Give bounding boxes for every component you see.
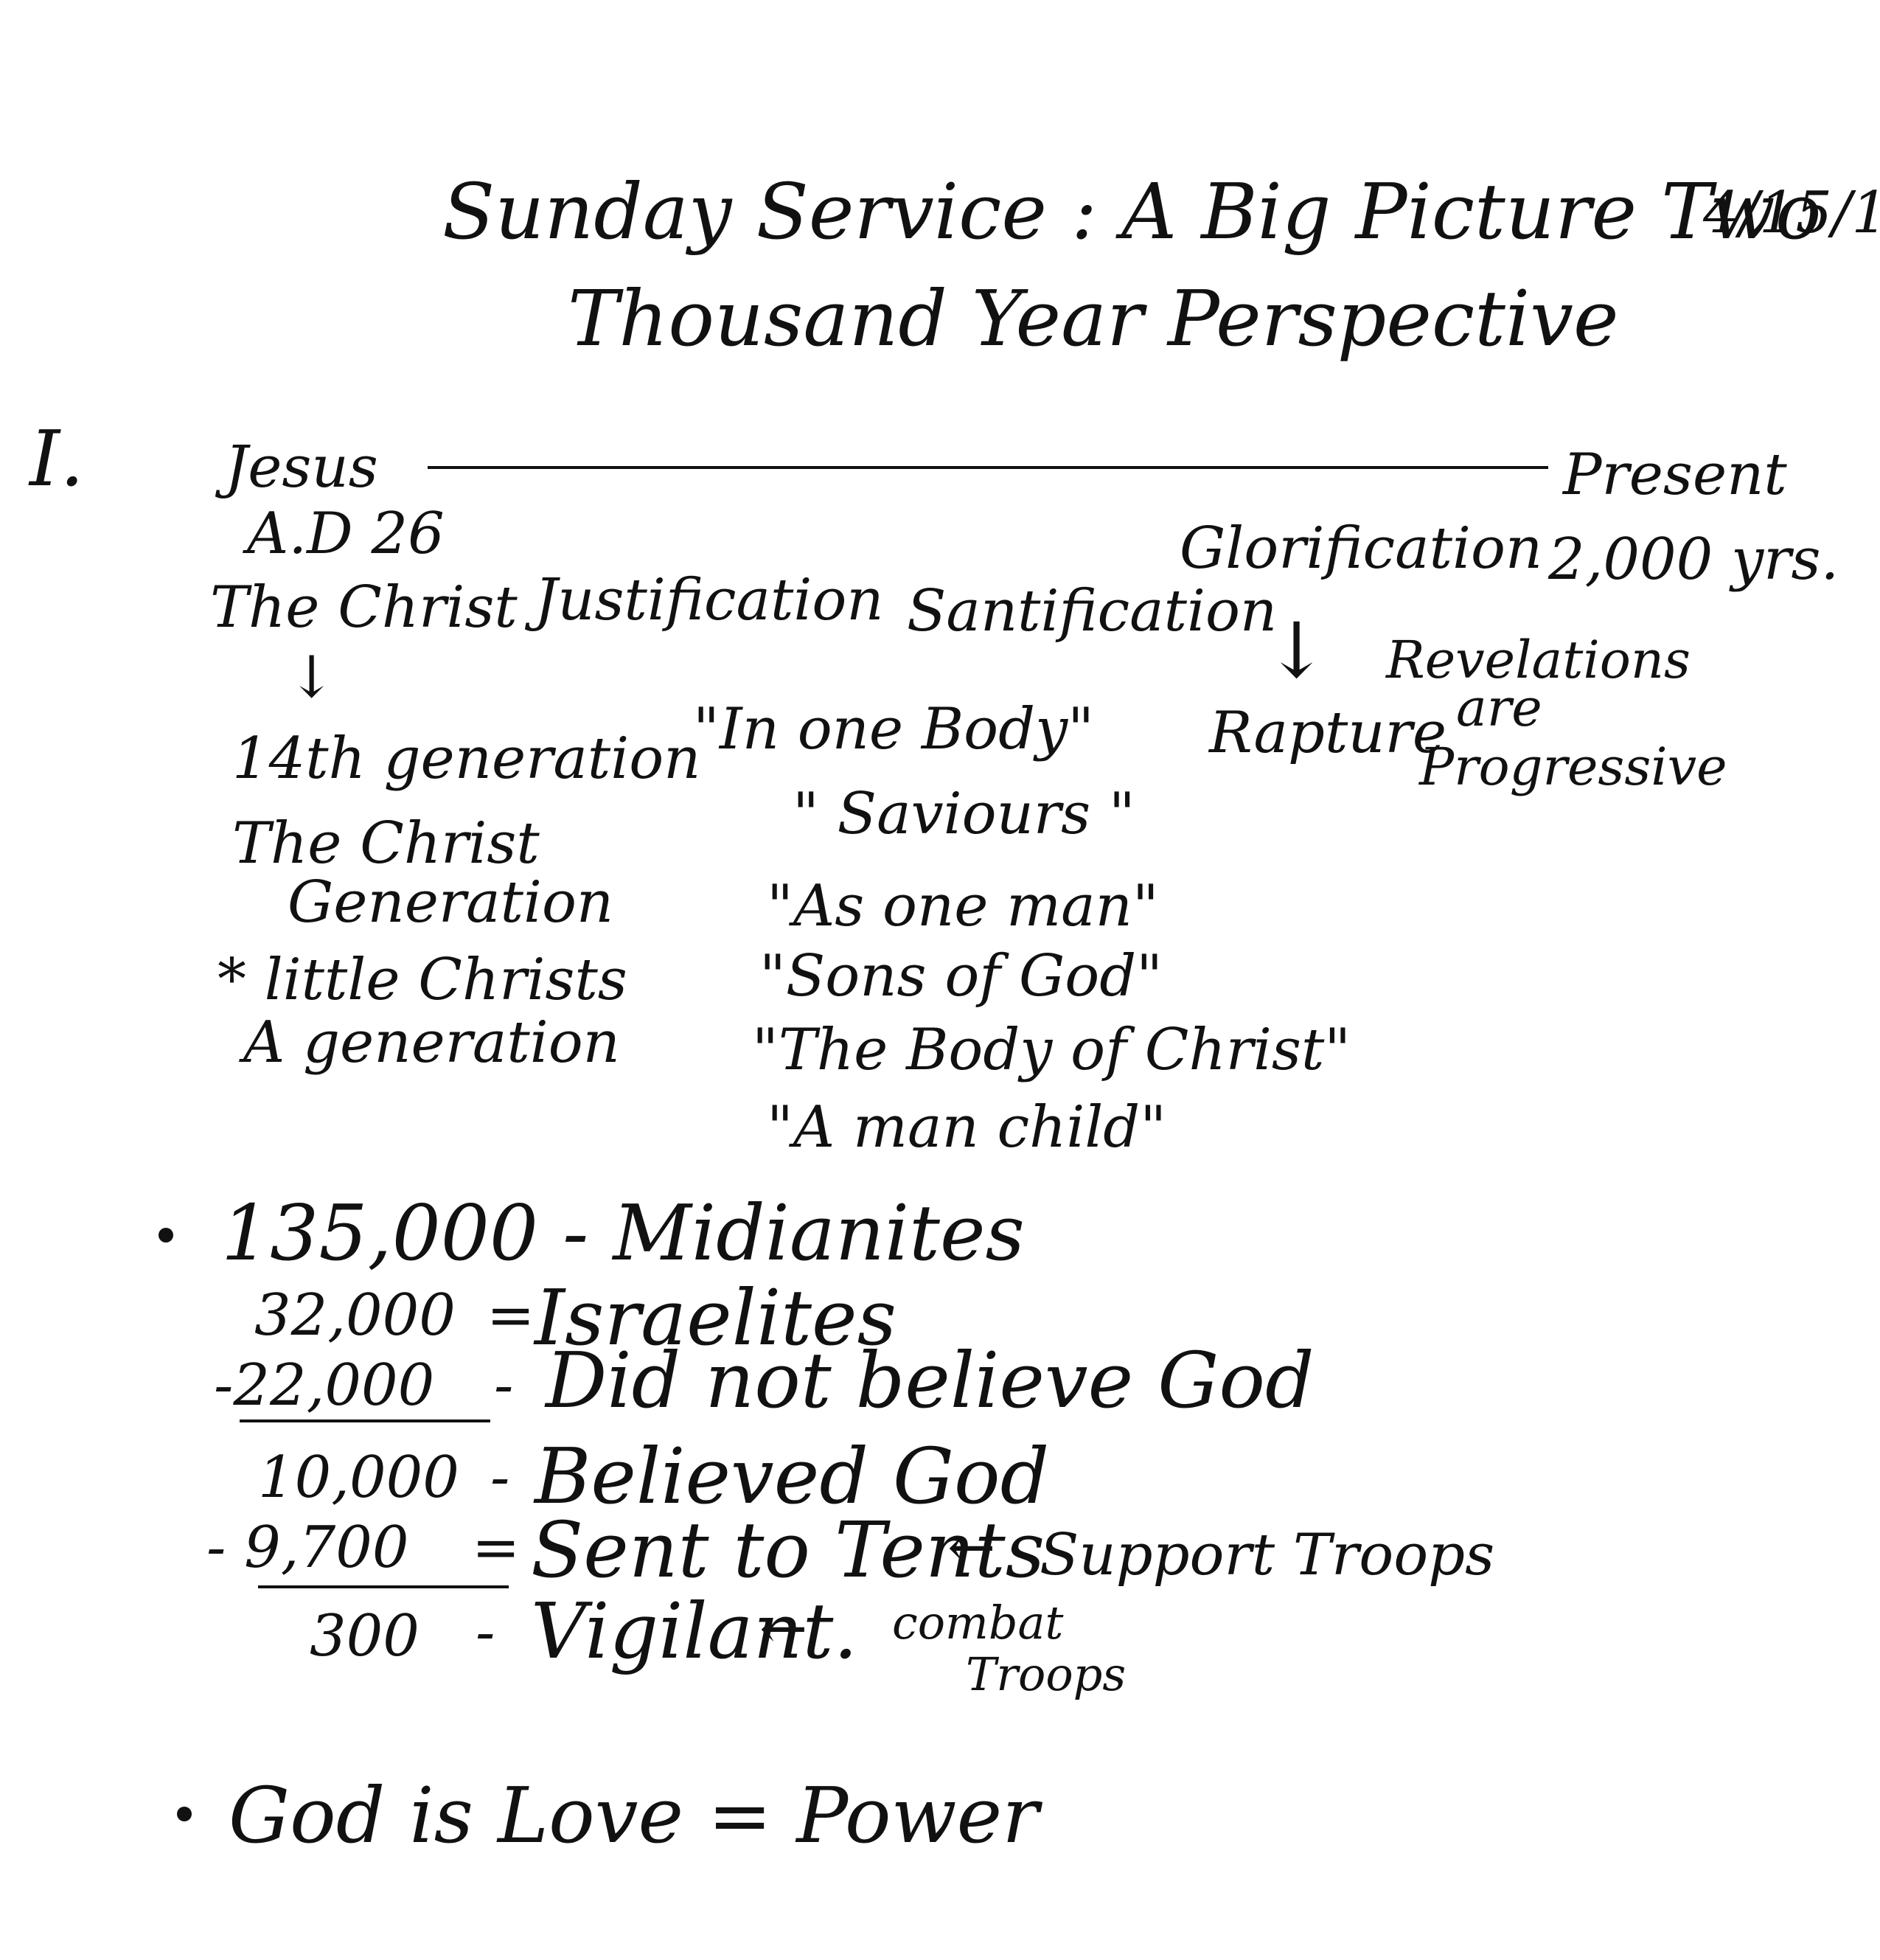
stage-glorification: Glorification [1180,515,1543,582]
timeline-start: Jesus [225,434,378,501]
bullet-icon [159,1228,173,1243]
page-date: 4/15/12 [1703,180,1880,246]
tally-label: Israelites [535,1273,897,1363]
tally-number: 10,000 [258,1445,459,1511]
quote-item: "Sons of God" [759,943,1163,1009]
closing-statement: God is Love = Power [229,1770,1039,1860]
revelations-line-1: Revelations [1386,630,1691,690]
fourteenth-generation: 14th generation [232,726,701,792]
tally-label: Did not believe God [546,1335,1315,1425]
tally-number: - 9,700 [206,1515,409,1581]
rapture-label: Rapture [1209,700,1446,766]
stage-the-christ: The Christ [210,574,518,641]
page-subtitle: Thousand Year Perspective [568,274,1619,364]
combat-troops-line-2: Troops [966,1647,1127,1701]
bullet-icon [177,1807,192,1821]
arrow-left-icon: ← [947,1515,996,1581]
tally-operator: = [472,1515,521,1581]
stage-justification: Justification [535,567,884,633]
tally-operator: = [487,1282,535,1349]
tally-operator: - [490,1445,510,1511]
stage-sanctification: Santification [907,578,1278,644]
timeline-end: Present [1563,442,1787,508]
christ-generation-line-2: Generation [288,869,614,936]
quote-item: "A man child" [767,1094,1167,1161]
arrow-down-icon: ↓ [288,644,336,711]
timeline-duration: 2,000 yrs. [1548,527,1839,593]
support-troops-note: Support Troops [1040,1522,1495,1588]
little-christs-note: * little Christs [217,947,627,1013]
revelations-line-3: Progressive [1419,737,1727,797]
combat-troops-line-1: combat [892,1596,1064,1650]
arrow-down-icon: ↓ [1264,605,1329,695]
tally-operator: - [494,1352,514,1419]
arrow-left-icon: ← [759,1596,808,1662]
quote-item: " Saviours " [793,781,1135,847]
christ-generation-line-1: The Christ [232,810,540,877]
start-date: A.D 26 [247,501,445,567]
section-numeral: I. [29,414,85,504]
subtotal-rule [240,1419,490,1422]
timeline-line [428,466,1548,469]
a-generation-note: A generation [243,1009,620,1076]
quote-item: "In one Body" [693,696,1095,762]
midianites-line: 135,000 - Midianites [221,1188,1025,1278]
tally-number: 32,000 [254,1282,456,1349]
page-title: Sunday Service : A Big Picture Two [442,167,1822,257]
tally-label: Sent to Tents [531,1505,1045,1595]
quote-item: "The Body of Christ" [752,1017,1351,1083]
tally-number: 300 [310,1603,419,1669]
tally-operator: - [476,1599,495,1666]
tally-label: Vigilant. [531,1586,858,1676]
total-rule [258,1585,509,1588]
revelations-line-2: are [1456,678,1542,738]
tally-label: Believed God [535,1431,1050,1521]
quote-item: "As one man" [767,873,1159,939]
tally-number: -22,000 [214,1352,435,1419]
